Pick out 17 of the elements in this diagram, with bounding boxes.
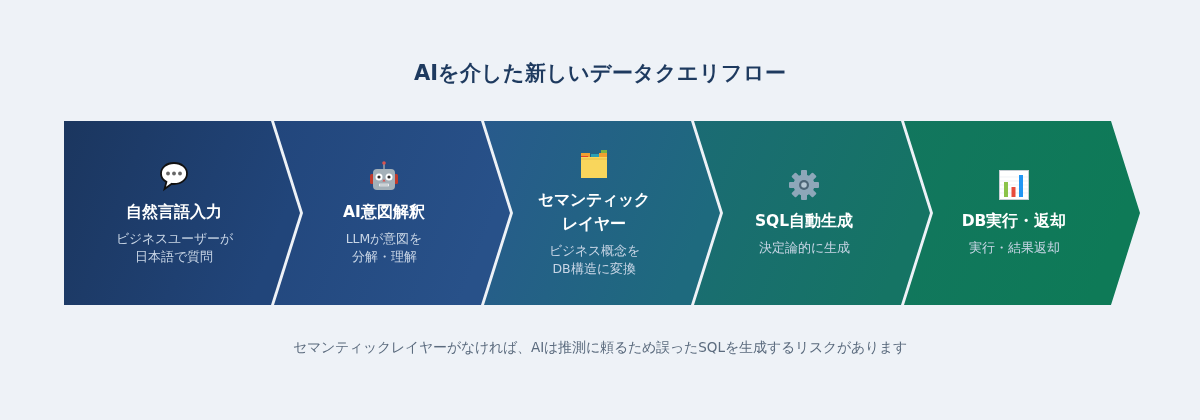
step-description: LLMが意図を分解・理解 [344, 230, 424, 266]
process-step [904, 121, 1140, 305]
caption-text: セマンティックレイヤーがなければ、AIは推測に頼るため誤ったSQLを生成するリスクがあります [293, 338, 907, 357]
step-description: ビジネス概念をDB構造に変換 [547, 242, 641, 278]
process-step [694, 121, 930, 305]
step-title: セマンティックレイヤー [537, 190, 651, 235]
step-description: ビジネスユーザーが日本語で質問 [115, 230, 233, 266]
step-title: AI意図解釈 [343, 202, 425, 223]
process-step [484, 121, 720, 305]
process-step [274, 121, 510, 305]
step-title: SQL自動生成 [754, 211, 854, 232]
process-step [64, 121, 300, 305]
diagram-title: AIを介した新しいデータクエリフロー [413, 60, 787, 87]
step-description: 決定論的に生成 [758, 239, 850, 257]
step-title: DB実行・返却 [961, 211, 1067, 232]
step-title: 自然言語入力 [126, 202, 222, 223]
step-description: 実行・結果返却 [968, 239, 1060, 257]
